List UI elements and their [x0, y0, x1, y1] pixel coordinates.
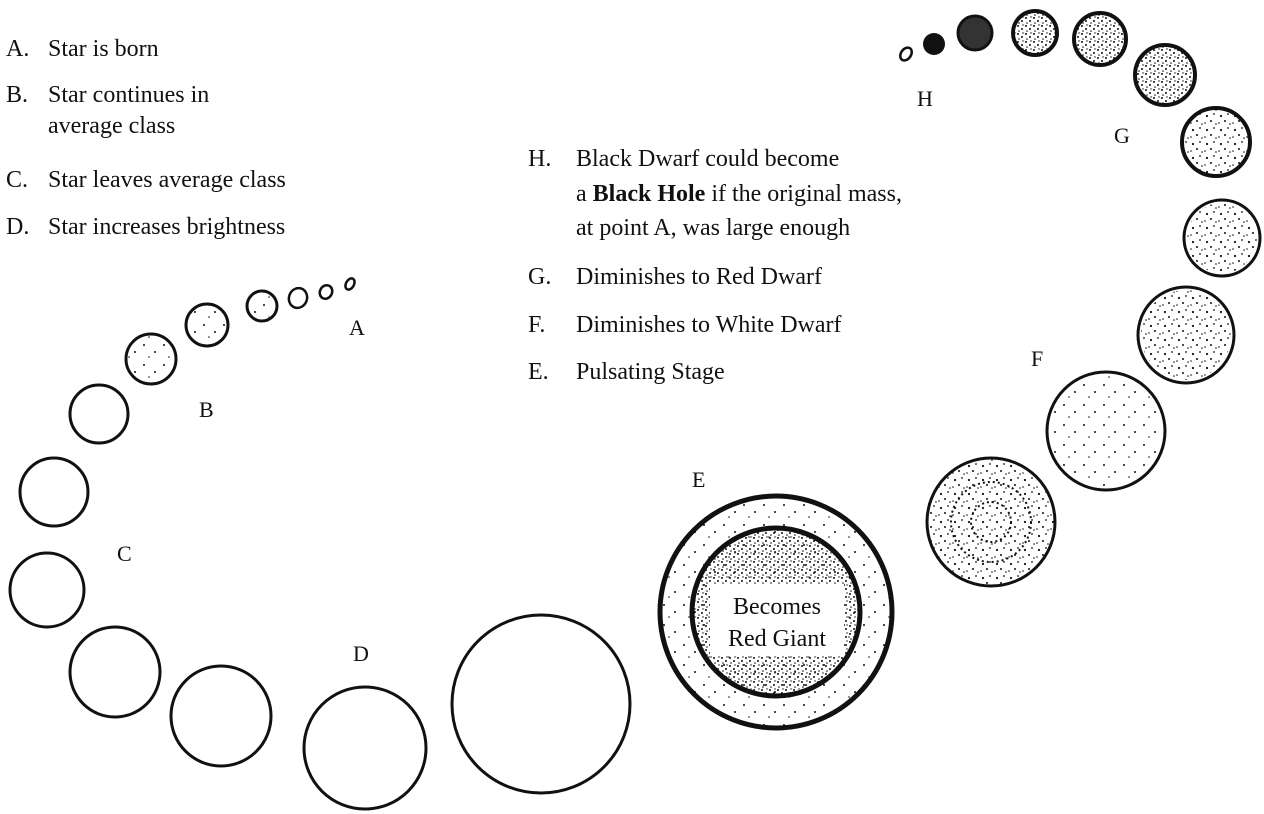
star-h3	[956, 14, 994, 52]
red-giant-label-box	[710, 584, 844, 656]
legend-h-bold: Black Hole	[593, 181, 706, 207]
label-h: H	[917, 86, 933, 111]
legend-h-text-1: Black Dwarf could become	[576, 146, 839, 172]
legend-a-text: Star is born	[48, 36, 159, 62]
star-a4-speckle	[249, 293, 275, 319]
label-a: A	[349, 315, 365, 340]
red-giant-label-1: Becomes	[733, 594, 821, 620]
legend-c-letter: C.	[6, 167, 28, 193]
legend-h-text-3: at point A, was large enough	[576, 215, 850, 241]
star-g3	[1133, 43, 1197, 107]
star-a2	[318, 283, 334, 301]
legend-h-prefix: a	[576, 181, 593, 207]
legend-f-letter: F.	[528, 312, 545, 338]
legend-c-text: Star leaves average class	[48, 167, 286, 193]
label-g: G	[1114, 123, 1130, 148]
legend-h-text-2: a Black Hole if the original mass,	[576, 181, 902, 207]
legend-g-text: Diminishes to Red Dwarf	[576, 264, 822, 290]
legend-left: A. Star is born B. Star continues in ave…	[6, 36, 286, 240]
stage-c-stars	[8, 456, 90, 629]
legend-b-letter: B.	[6, 82, 28, 108]
stage-d-stars	[68, 613, 632, 811]
black-dwarf-small	[899, 46, 913, 62]
legend-d-letter: D.	[6, 214, 29, 240]
legend-d-text: Star increases brightness	[48, 214, 285, 240]
star-c1	[18, 456, 90, 528]
legend-a-letter: A.	[6, 36, 29, 62]
star-a1	[344, 277, 356, 291]
star-h2	[1011, 9, 1059, 57]
stage-g-stars	[1133, 43, 1262, 278]
star-d1	[68, 625, 162, 719]
legend-b-text-2: average class	[48, 113, 175, 139]
star-f1-ring-2	[970, 501, 1012, 543]
legend-h-suffix: if the original mass,	[705, 181, 902, 207]
star-c2	[8, 551, 86, 629]
star-a3	[287, 286, 309, 310]
star-f3-speckle	[1141, 290, 1231, 380]
star-b2-speckle	[128, 336, 174, 382]
legend-f-text: Diminishes to White Dwarf	[576, 312, 842, 338]
star-g2	[1180, 106, 1252, 178]
legend-e-letter: E.	[528, 359, 549, 385]
stage-e-red-giant: Becomes Red Giant	[657, 493, 895, 731]
label-f: F	[1031, 346, 1043, 371]
stage-b-stars	[68, 302, 230, 445]
black-hole-dot	[923, 33, 945, 55]
star-f2-speckle	[1050, 375, 1162, 487]
red-giant-label-2: Red Giant	[728, 626, 826, 652]
stage-a-stars	[245, 277, 356, 323]
legend-h-letter: H.	[528, 146, 551, 172]
star-d3	[302, 685, 428, 811]
star-g1-speckle	[1187, 203, 1257, 273]
star-h1	[1072, 11, 1128, 67]
star-f1-ring-1	[950, 481, 1032, 563]
label-b: B	[199, 397, 214, 422]
star-d4	[450, 613, 632, 795]
legend-e-text: Pulsating Stage	[576, 359, 725, 385]
label-c: C	[117, 541, 132, 566]
legend-b-text-1: Star continues in	[48, 82, 209, 108]
legend-g-letter: G.	[528, 264, 551, 290]
stage-f-stars	[925, 285, 1236, 588]
star-f1	[925, 456, 1057, 588]
legend-right: H. Black Dwarf could become a Black Hole…	[528, 146, 902, 385]
star-b1-speckle	[188, 306, 226, 344]
stage-h-stars	[899, 9, 1128, 67]
label-d: D	[353, 641, 369, 666]
star-b3	[68, 383, 130, 445]
star-d2	[169, 664, 273, 768]
label-e: E	[692, 467, 705, 492]
